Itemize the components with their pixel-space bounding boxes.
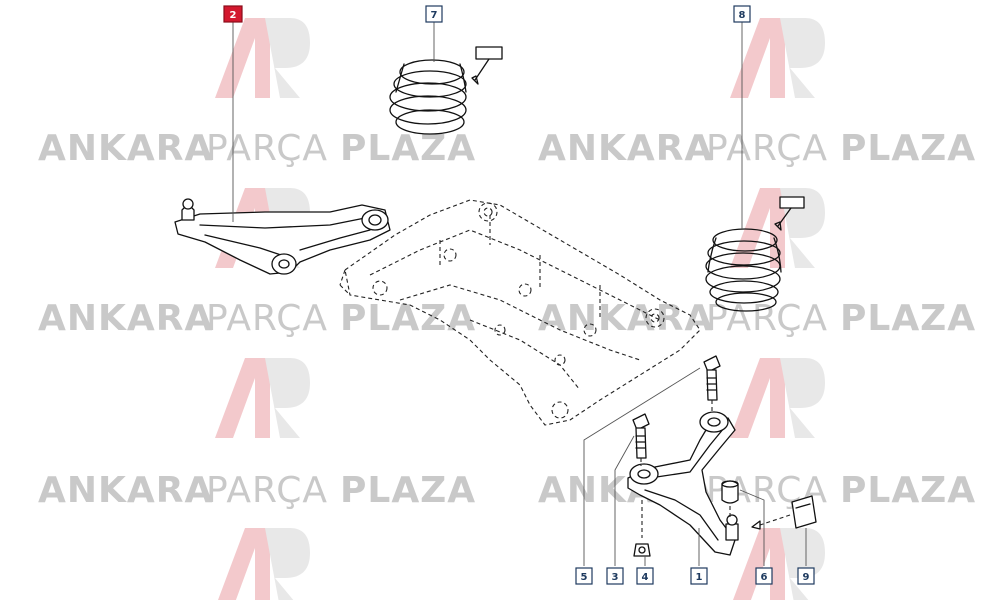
coil-spring-lower [705,228,782,312]
control-arm-assembly-right [627,411,739,556]
coil-spring-upper [389,59,467,135]
watermark-word-ankara: ANKARA [38,128,213,169]
watermark-word-parca: PARÇA [706,128,828,169]
watermark-word-ankara: ANKARA [538,128,713,169]
watermark-word-ankara: ANKARA [38,470,213,511]
callout-1[interactable]: 1 [690,567,708,585]
bushing-6 [721,480,739,520]
watermark-logo [730,188,825,268]
watermark-logo [730,18,825,98]
watermark-texts: ANKARA PARÇA PLAZA ANKARA PARÇA PLAZA AN… [38,128,976,511]
callout-label: 8 [739,10,746,21]
spring-label-tag [774,196,805,231]
watermark-logo [215,18,310,98]
callout-label: 9 [803,572,810,583]
watermark-logo [730,358,825,438]
callout-5[interactable]: 5 [575,567,593,585]
nut-4 [633,500,651,557]
watermark-word-parca: PARÇA [206,128,328,169]
watermark-logo [733,528,825,600]
watermark-word-ankara: ANKARA [38,298,213,339]
callout-2[interactable]: 2 [223,5,243,23]
watermark-word-plaza: PLAZA [840,470,976,511]
watermark-logo [218,528,310,600]
watermark-word-ankara: ANKARA [538,298,713,339]
bolt-5 [703,355,721,412]
control-arm-assembly-left [174,198,391,275]
watermark-word-parca: PARÇA [206,470,328,511]
callout-9[interactable]: 9 [797,567,815,585]
spring-label-tag [471,46,503,85]
callout-label: 4 [642,572,649,583]
watermark-word-plaza: PLAZA [340,128,476,169]
watermark-word-parca: PARÇA [206,298,328,339]
subframe-crossmember-drawing [339,199,701,426]
callout-7[interactable]: 7 [425,5,443,23]
dust-cover-9 [751,495,817,530]
callout-label: 5 [581,572,588,583]
watermark-word-plaza: PLAZA [340,298,476,339]
callout-6[interactable]: 6 [755,567,773,585]
callout-label: 6 [761,572,768,583]
callout-label: 7 [431,10,438,21]
callout-label: 2 [230,10,237,21]
callout-8[interactable]: 8 [733,5,751,23]
leader-lines [232,22,807,566]
watermark-word-plaza: PLAZA [840,298,976,339]
watermark-word-plaza: PLAZA [840,128,976,169]
callout-3[interactable]: 3 [606,567,624,585]
callout-label: 1 [696,572,703,583]
bolt-3 [632,413,650,466]
callout-label: 3 [612,572,619,583]
watermark-logo [215,358,310,438]
callout-4[interactable]: 4 [636,567,654,585]
watermark-word-plaza: PLAZA [340,470,476,511]
watermark-word-parca: PARÇA [706,298,828,339]
